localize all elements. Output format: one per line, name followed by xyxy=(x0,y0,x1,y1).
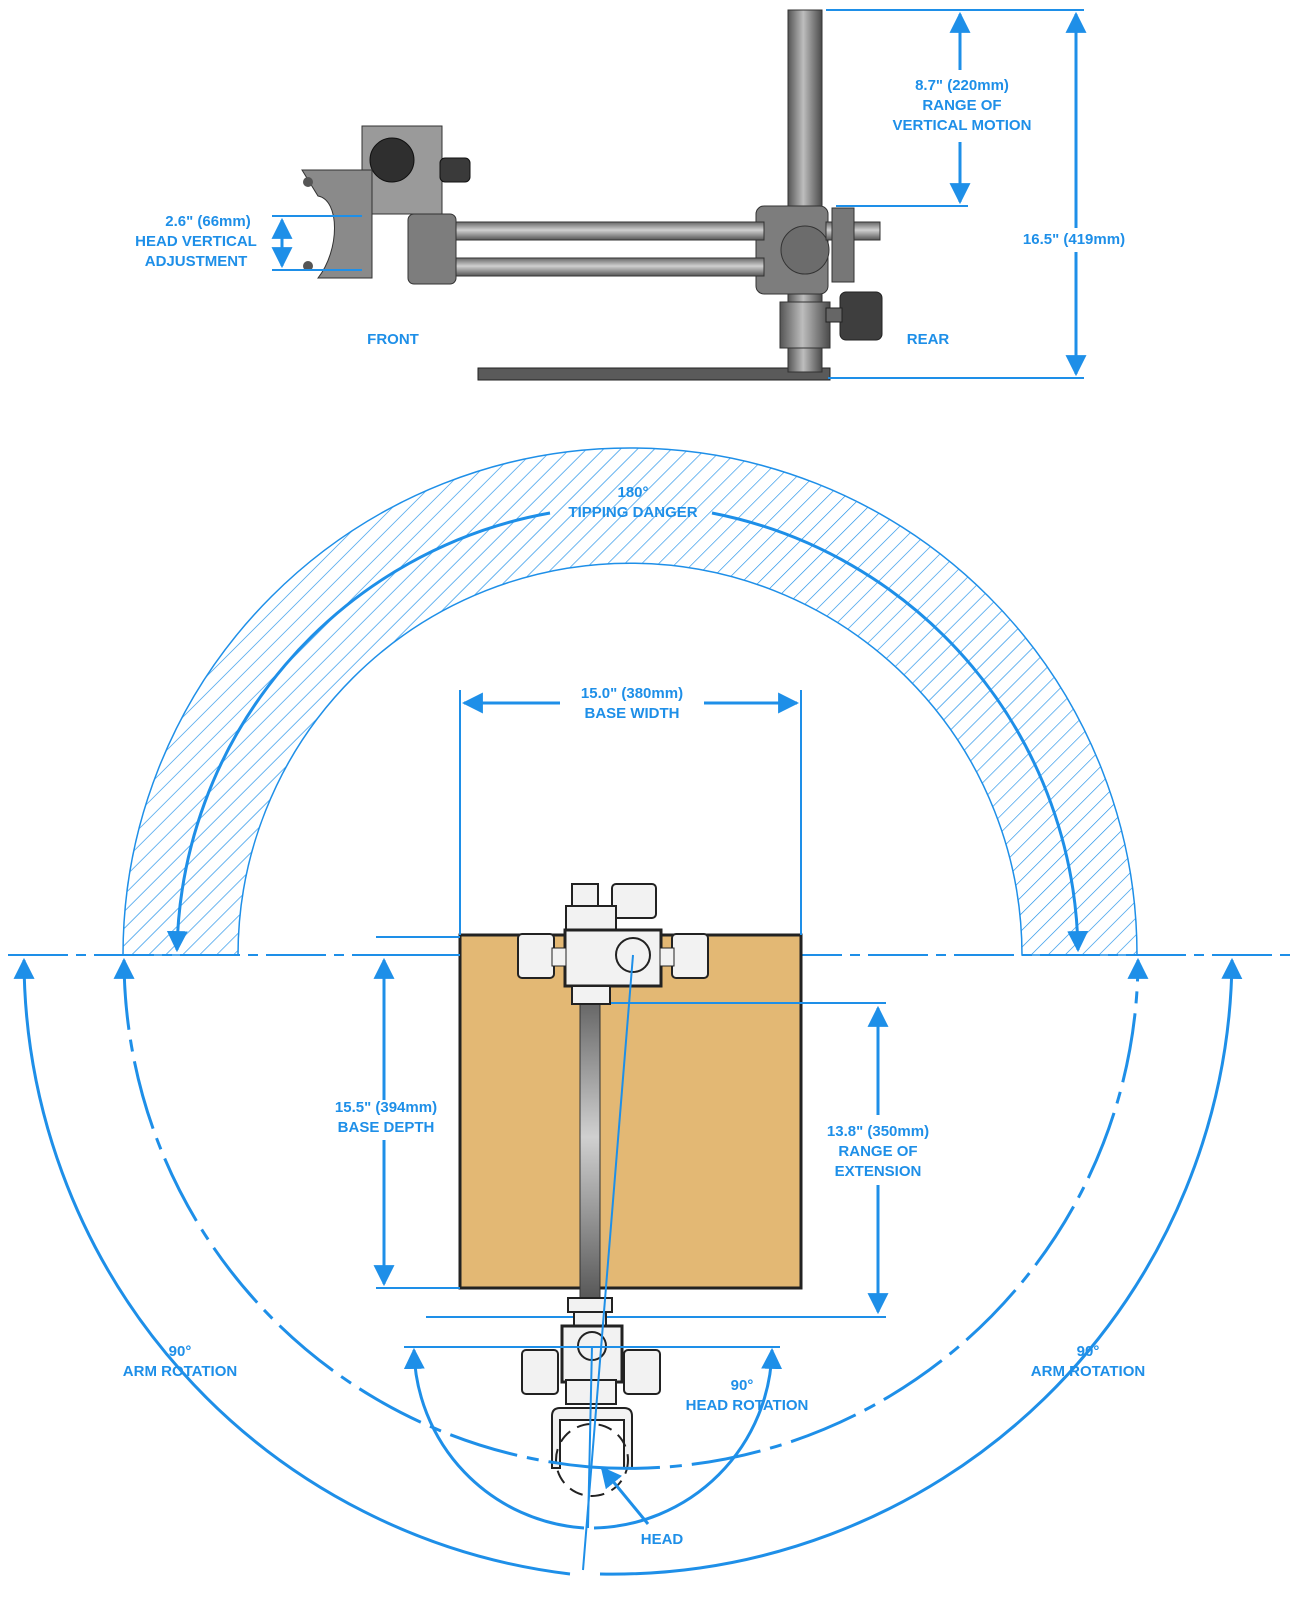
upper-rod xyxy=(445,221,765,241)
head-vertical-line-1: 2.6" (66mm) xyxy=(165,213,250,230)
arm-rotation-right-line-2: ARM ROTATION xyxy=(1031,1363,1145,1380)
head-bracket xyxy=(301,169,373,279)
rear-knob xyxy=(839,291,883,341)
overall-height-label: 16.5" (419mm) xyxy=(1023,231,1125,248)
front-clamp xyxy=(407,213,457,285)
head-label: HEAD xyxy=(641,1531,684,1548)
head-knob xyxy=(369,137,415,183)
head-rotation-line-1: 90° xyxy=(731,1377,754,1394)
head-vertical-line-2: HEAD VERTICAL xyxy=(135,233,257,250)
tipping-line-1: 180° xyxy=(617,484,648,501)
arm-rotation-left-line-1: 90° xyxy=(169,1343,192,1360)
arm-rod xyxy=(579,1001,601,1303)
column-clamp-knob xyxy=(780,225,830,275)
extension-line-1: 13.8" (350mm) xyxy=(827,1123,929,1140)
arm-rotation-left-line-2: ARM ROTATION xyxy=(123,1363,237,1380)
base-depth-line-2: BASE DEPTH xyxy=(338,1119,435,1136)
vertical-motion-line-2: RANGE OF xyxy=(922,97,1001,114)
tipping-danger-zone xyxy=(122,447,1138,956)
lower-rod xyxy=(445,257,765,277)
base-width-line-1: 15.0" (380mm) xyxy=(581,685,683,702)
extension-line-3: EXTENSION xyxy=(835,1163,922,1180)
base-plate xyxy=(477,367,831,381)
extension-line-2: RANGE OF xyxy=(838,1143,917,1160)
base-depth-line-1: 15.5" (394mm) xyxy=(335,1099,437,1116)
arm-rotation-right-line-1: 90° xyxy=(1077,1343,1100,1360)
head-rotation-line-2: HEAD ROTATION xyxy=(686,1397,809,1414)
top-view: 180° TIPPING DANGER 15.0" (380mm) BASE W… xyxy=(8,447,1290,1576)
tipping-line-2: TIPPING DANGER xyxy=(568,504,697,521)
rear-label: REAR xyxy=(907,331,950,348)
front-label: FRONT xyxy=(367,331,419,348)
column-collar xyxy=(779,301,831,349)
head-vertical-line-3: ADJUSTMENT xyxy=(145,253,248,270)
vertical-motion-line-1: 8.7" (220mm) xyxy=(915,77,1009,94)
vertical-motion-line-3: VERTICAL MOTION xyxy=(893,117,1032,134)
base-width-line-2: BASE WIDTH xyxy=(585,705,680,722)
side-view: 8.7" (220mm) RANGE OF VERTICAL MOTION 16… xyxy=(135,9,1125,381)
